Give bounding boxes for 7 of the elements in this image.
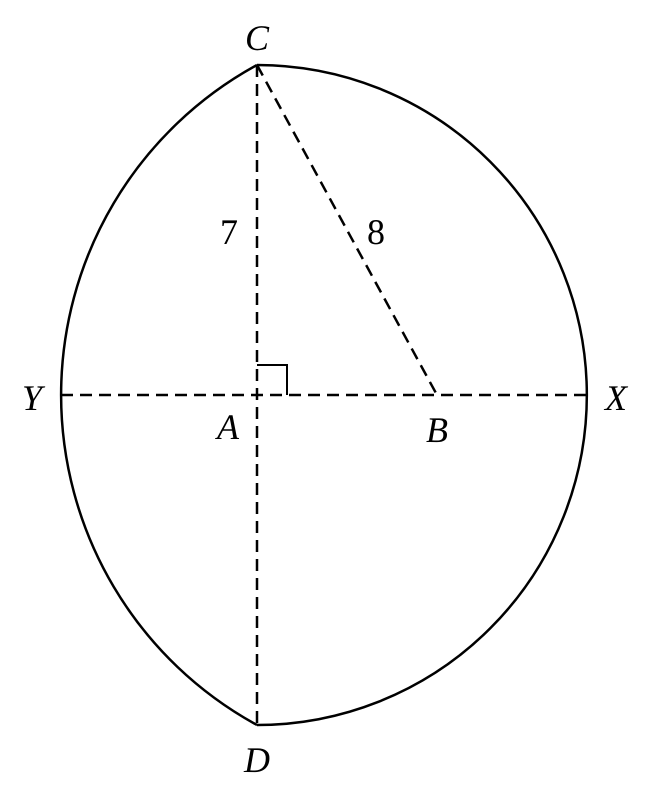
point-label: C	[245, 20, 269, 56]
length-label: 8	[367, 214, 385, 250]
length-label: 7	[220, 214, 238, 250]
point-label: B	[426, 412, 448, 448]
point-label: X	[605, 380, 627, 416]
point-label: D	[244, 742, 270, 778]
point-label: A	[217, 409, 239, 445]
